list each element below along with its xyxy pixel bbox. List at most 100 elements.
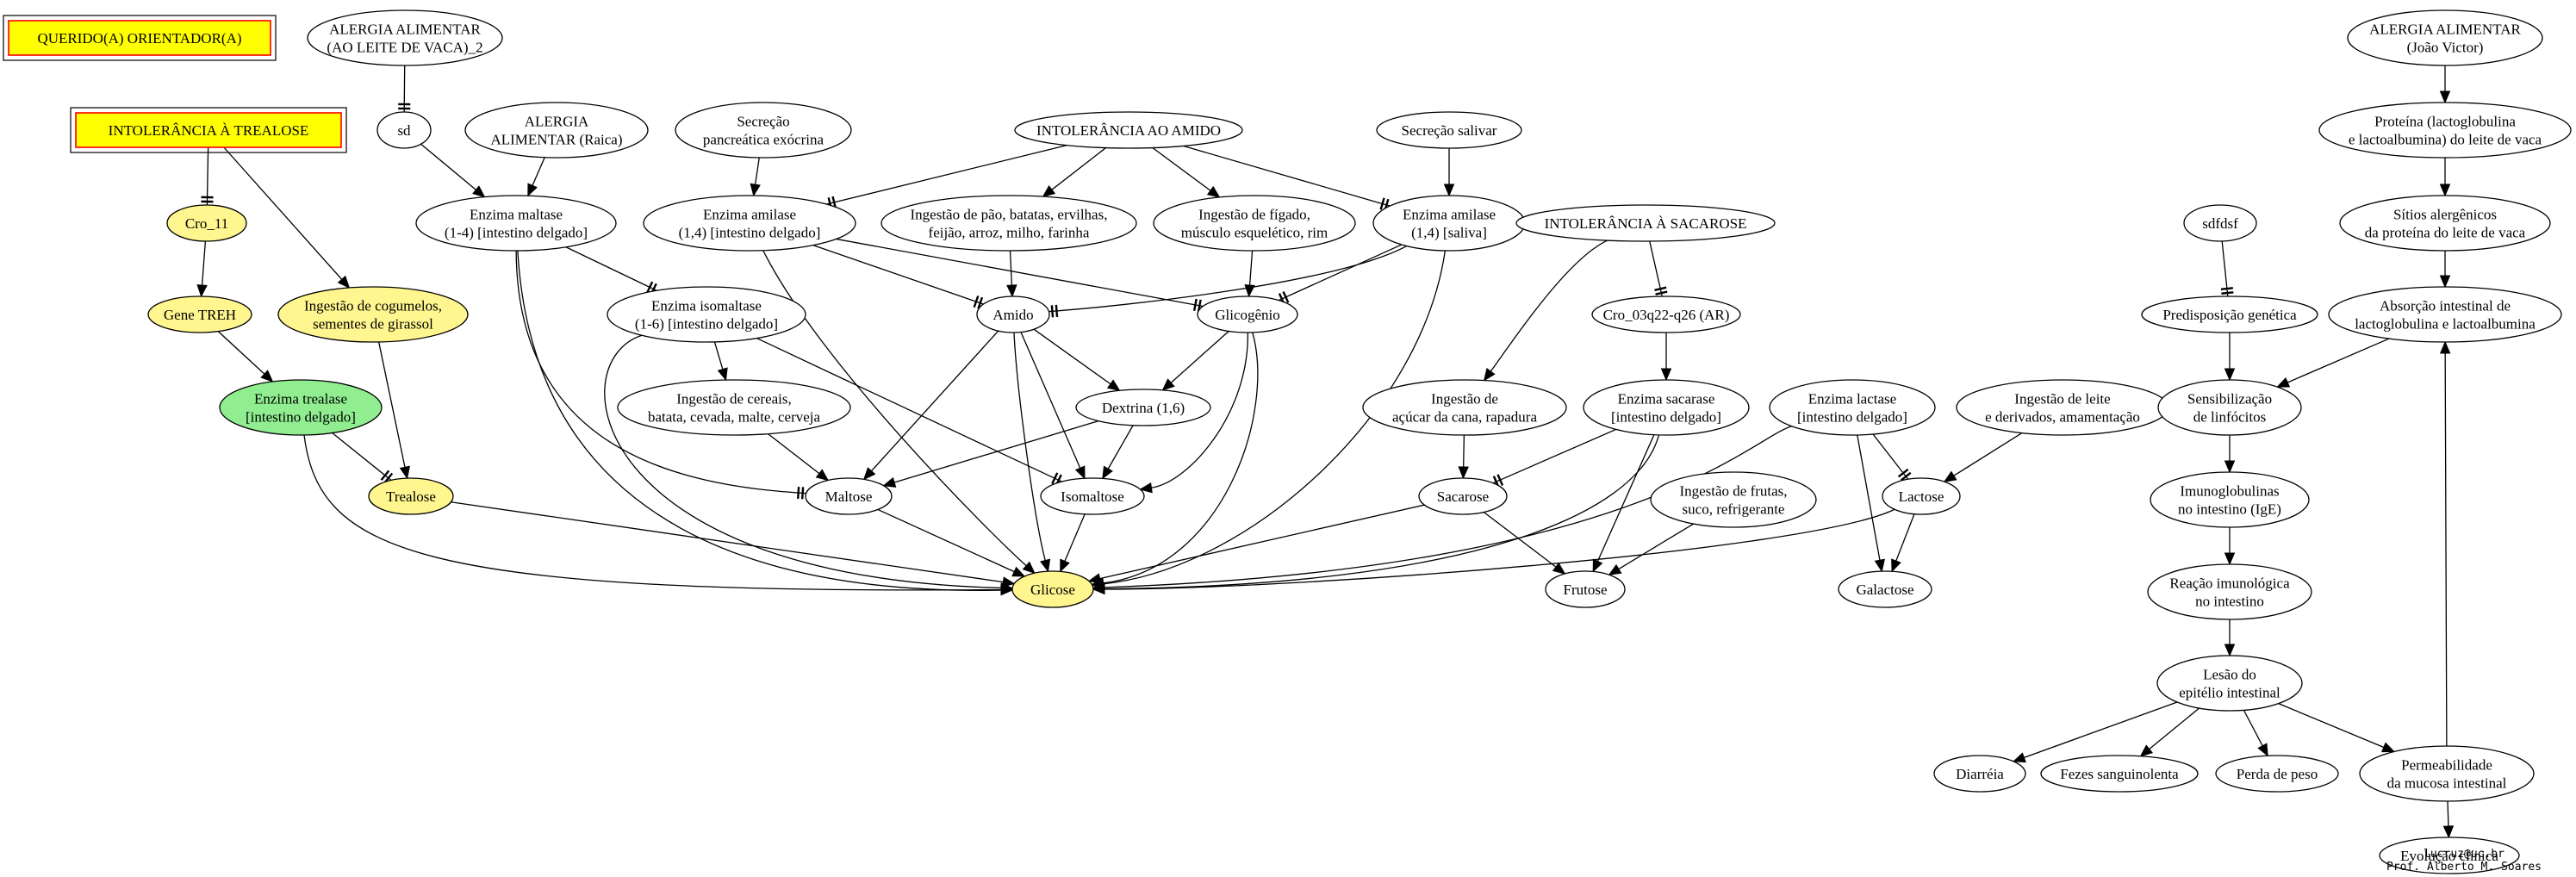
edge-amido-to-dextrina (1033, 328, 1121, 392)
edge-dextrina-to-maltose (882, 420, 1099, 488)
node-label: Lesão do (2203, 667, 2256, 683)
node-label: Cro_03q22-q26 (AR) (1603, 307, 1730, 323)
node-secrecao-salivar: Secreção salivar (1376, 111, 1522, 149)
node-label: Dextrina (1,6) (1102, 400, 1185, 416)
node-label: Ingestão de leite (2014, 391, 2110, 407)
edge-gene-treh-to-enzima-trealase (217, 331, 274, 383)
edge-secrecao-salivar-to-enzima-amilase-sal (1443, 147, 1455, 197)
edge-amido-to-maltose (862, 330, 999, 481)
edge-sacarose-to-glicose (1087, 504, 1425, 584)
edge-lesao-to-perda-peso (2243, 710, 2268, 757)
edge-ing-cogumelos-to-trealose (378, 341, 411, 480)
node-cro03: Cro_03q22-q26 (AR) (1591, 295, 1741, 333)
node-label: da mucosa intestinal (2387, 775, 2507, 792)
node-enzima-maltase: Enzima maltase(1-4) [intestino delgado] (415, 195, 617, 252)
edge-maltose-to-glicose (877, 508, 1026, 577)
edge-ing-frutas-to-frutose (1608, 523, 1694, 575)
edge-sdfdsf-to-predisposicao (2220, 240, 2234, 297)
edge-enzima-sacarase-to-sacarose (1492, 428, 1616, 488)
node-querido: QUERIDO(A) ORIENTADOR(A) (3, 15, 277, 61)
node-sd: sd (376, 111, 432, 149)
node-label: Enzima sacarase (1618, 391, 1715, 407)
node-label: Sacarose (1437, 488, 1489, 505)
edge-dextrina-to-isomaltose (1102, 425, 1134, 480)
node-label: Enzima maltase (470, 207, 563, 223)
edge-enzima-amilase-sal-to-amido (1048, 245, 1408, 318)
node-cro11: Cro_11 (166, 204, 247, 242)
edge-reacao-to-lesao (2224, 619, 2236, 657)
node-isomaltose: Isomaltose (1040, 477, 1145, 515)
node-label: Isomaltose (1061, 488, 1124, 505)
edge-intol-trealose-to-cro11 (201, 146, 214, 206)
node-label: e lactoalbumina) do leite de vaca (2349, 132, 2542, 148)
node-label: Absorção intestinal de (2380, 298, 2511, 314)
node-label: Fezes sanguinolenta (2060, 766, 2179, 782)
node-diarreia: Diarréia (1933, 755, 2026, 793)
edge-ing-pao-to-amido (1006, 250, 1017, 298)
node-label: (1,4) [saliva] (1411, 225, 1487, 241)
node-label: ALERGIA (525, 114, 589, 130)
edge-predisposicao-to-sensibilizacao (2224, 333, 2236, 382)
node-label: sementes de girassol (313, 316, 433, 333)
edge-lesao-to-diarreia (2012, 701, 2178, 763)
node-label: Amido (992, 307, 1033, 323)
edge-glicogenio-to-glicose (1091, 332, 1259, 589)
edge-intol-sacarose-to-ing-acucar (1483, 239, 1608, 382)
node-label: [intestino delgado] (1611, 409, 1721, 426)
credit-email: lucruz@uc.br (2424, 848, 2504, 861)
node-amido: Amido (976, 295, 1050, 333)
node-label: INTOLERÂNCIA À TREALOSE (109, 122, 309, 139)
node-label: Lactose (1899, 488, 1944, 505)
node-label: Perda de peso (2237, 766, 2318, 782)
node-label: (João Victor) (2407, 40, 2484, 56)
node-label: Ingestão de pão, batatas, ervilhas, (911, 207, 1108, 223)
node-absorcao: Absorção intestinal de lactoglobulina e l… (2328, 286, 2562, 343)
edge-intol-trealose-to-ing-cogumelos (223, 146, 351, 289)
edge-secrecao-pancreatica-to-enzima-amilase-int (750, 157, 761, 197)
edge-alergia-raica-to-enzima-maltase (527, 157, 545, 197)
edge-intol-amido-to-ing-figado (1152, 147, 1221, 198)
node-label: Permeabilidade (2401, 757, 2492, 774)
edge-enzima-maltase-to-maltose (515, 250, 806, 500)
node-predisposicao: Predisposição genética (2141, 295, 2318, 333)
node-label: Imunoglobulinas (2180, 483, 2279, 500)
node-ing-pao: Ingestão de pão, batatas, ervilhas,feijã… (880, 195, 1137, 252)
edge-trealose-to-glicose (451, 501, 1016, 588)
node-intol-sacarose: INTOLERÂNCIA À SACAROSE (1515, 204, 1776, 242)
node-label: lactoglobulina e lactoalbumina (2355, 316, 2536, 333)
node-ing-frutas: Ingestão de frutas,suco, refrigerante (1650, 471, 1817, 528)
edge-enzima-amilase-int-to-glicose (762, 250, 1036, 575)
edge-isomaltose-to-glicose (1060, 513, 1086, 573)
edge-enzima-isomaltase-to-ing-cereais (713, 341, 728, 382)
edge-intol-amido-to-ing-pao (1042, 147, 1106, 197)
node-galactose: Galactose (1838, 570, 1932, 608)
edge-alergia-vaca2-to-sd (398, 65, 411, 113)
node-intol-trealose: INTOLERÂNCIA À TREALOSE (70, 107, 347, 153)
node-label: batata, cevada, malte, cerveja (648, 409, 821, 426)
node-label: Ingestão de cereais, (676, 391, 792, 407)
edge-ing-acucar-to-sacarose (1458, 434, 1469, 480)
node-label: de linfócitos (2193, 409, 2267, 426)
node-dextrina: Dextrina (1,6) (1075, 389, 1211, 426)
edge-sacarose-to-frutose (1483, 511, 1566, 575)
node-label: Predisposição genética (2162, 307, 2297, 323)
edge-ing-figado-to-glicogenio (1244, 250, 1255, 298)
node-alergia-joao: ALERGIA ALIMENTAR(João Victor) (2347, 9, 2543, 66)
edge-sensibilizacao-to-imunoglobulinas (2224, 435, 2236, 474)
node-label: suco, refrigerante (1683, 501, 1785, 518)
node-label: Evolução clínica (2400, 848, 2498, 864)
edge-sitios-to-absorcao (2439, 251, 2451, 289)
node-fezes: Fezes sanguinolenta (2040, 755, 2199, 793)
node-glicose: Glicose (1011, 570, 1094, 608)
node-enzima-sacarase: Enzima sacarase [intestino delgado] (1583, 379, 1750, 436)
node-label: Sítios alergênicos (2393, 207, 2497, 223)
edge-enzima-amilase-int-to-glicogenio (836, 238, 1204, 312)
node-enzima-trealase: Enzima trealase[intestino delgado] (219, 379, 383, 436)
edge-cro11-to-gene-treh (196, 240, 208, 298)
node-label: Ingestão de frutas, (1679, 483, 1787, 500)
edge-lesao-to-fezes (2139, 707, 2200, 757)
node-label: Reação imunológica (2169, 575, 2290, 592)
edge-amido-to-glicose (1013, 332, 1051, 573)
